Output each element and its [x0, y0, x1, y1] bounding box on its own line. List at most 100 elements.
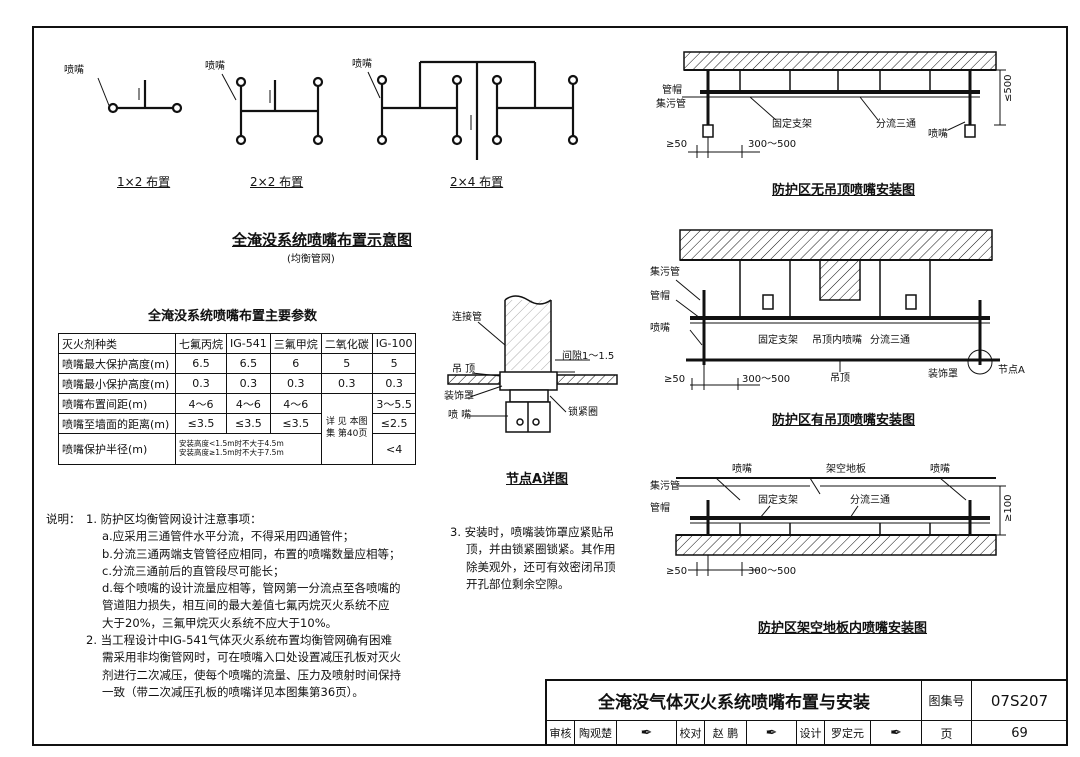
radius-note-2: 安装高度≥1.5m时不大于7.5m: [179, 448, 284, 457]
parameter-table: 灭火剂种类 七氟丙烷 IG-541 三氟甲烷 二氧化碳 IG-100 喷嘴最大保…: [58, 333, 417, 465]
atlas-label: 图集号: [922, 681, 972, 721]
table-cell: 5: [320, 353, 373, 374]
note-line: a.应采用三通管件水平分流，不得采用四通管件；: [102, 529, 355, 544]
v3-label-pen-zui-1: 喷嘴: [732, 464, 752, 475]
notes-block: 1. 防护区均衡管网设计注意事项： a.应采用三通管件水平分流，不得采用四通管件…: [86, 511, 401, 701]
v2-label-zhuang-shi-zhao: 装饰罩: [928, 369, 958, 380]
v2-dim-50: ≥50: [664, 374, 686, 385]
label-detail-zhuang-shi-zhao: 装饰罩: [444, 391, 474, 402]
v2-label-diao-ding-nei-pen-zui: 吊顶内喷嘴: [812, 335, 862, 346]
table-cell: ≤3.5: [226, 413, 271, 434]
view2-caption: 防护区有吊顶喷嘴安装图: [772, 413, 916, 428]
v1-dim-500: ≤500: [1003, 74, 1014, 102]
v1-label-guan-mao: 管帽: [662, 85, 682, 96]
table-header-cell: IG-100: [371, 333, 417, 354]
table-header-cell: 二氧化碳: [320, 333, 373, 354]
v3-label-pen-zui-2: 喷嘴: [930, 464, 950, 475]
table-header-cell: 灭火剂种类: [58, 333, 176, 354]
nozzle-label-2x2: 喷嘴: [205, 61, 225, 72]
v2-label-diao-ding: 吊顶: [830, 373, 850, 384]
v2-label-fen-liu-san-tong: 分流三通: [870, 335, 910, 346]
table-cell: 6: [269, 353, 322, 374]
view3-caption: 防护区架空地板内喷嘴安装图: [758, 621, 928, 636]
note-line: 一致（带二次减压孔板的喷嘴详见本图集第36页）。: [102, 684, 364, 699]
nozzle-label-1x2: 喷嘴: [64, 65, 84, 76]
designer-signature: ✒︎: [871, 721, 922, 746]
table-cell: 4～6: [175, 393, 227, 414]
table-cell: 4～6: [269, 393, 322, 414]
label-gap: 间隙1～1.5: [562, 351, 615, 362]
note-line: 管道阻力损失，相互间的最大差值七氟丙烷灭火系统不应: [102, 598, 390, 613]
note-line: 1. 防护区均衡管网设计注意事项：: [86, 512, 262, 526]
design-label: 设计: [797, 721, 825, 746]
layout-1x2: [97, 77, 183, 114]
note-line: d.每个喷嘴的设计流量应相等，管网第一分流点至各喷嘴的: [102, 581, 401, 596]
v3-label-jia-kong-di-ban: 架空地板: [826, 464, 866, 475]
layout-2x2: [221, 73, 324, 146]
table-cell: 6.5: [175, 353, 227, 374]
row-label: 喷嘴布置间距(m): [58, 393, 176, 414]
table-cell: 0.3: [269, 373, 322, 394]
v1-label-gu-ding-zhi-jia: 固定支架: [772, 119, 812, 130]
nozzle-label-2x4: 喷嘴: [352, 59, 372, 70]
table-cell: ≤3.5: [269, 413, 322, 434]
note3-line: 顶，并由锁紧圈锁紧。其作用: [466, 542, 616, 557]
note3-line: 开孔部位剩余空隙。: [466, 576, 570, 591]
label-suo-jin-quan: 锁紧圈: [568, 407, 598, 418]
table-cell: 6.5: [226, 353, 271, 374]
reviewer-name: 陶观楚: [575, 721, 617, 746]
table-cell: 3～5.5: [371, 393, 417, 414]
v1-dim-300: 300～500: [748, 139, 797, 150]
table-cell: 5: [371, 353, 417, 374]
v3-label-gu-ding-zhi-jia: 固定支架: [758, 495, 798, 506]
layout-2x4: [367, 60, 579, 160]
table-row: 喷嘴至墙面的距离(m) ≤3.5 ≤3.5 ≤3.5 ≤2.5: [58, 413, 417, 434]
v2-dim-300: 300～500: [742, 374, 791, 385]
co2-note-cell: 详 见 本图集 第40页: [320, 393, 373, 465]
checker-name: 赵 鹏: [705, 721, 747, 746]
note-line: c.分流三通前后的直管段尽可能长；: [102, 563, 285, 578]
radius-note-cell: 安装高度<1.5m时不大于4.5m 安装高度≥1.5m时不大于7.5m: [175, 433, 322, 465]
table-row: 喷嘴最小保护高度(m) 0.3 0.3 0.3 0.3 0.3: [58, 373, 417, 394]
note3-line: 3. 安装时，喷嘴装饰罩应紧贴吊: [450, 525, 615, 539]
label-detail-pen-zui: 喷 嘴: [448, 410, 472, 421]
note3-line: 除美观外，还可有效密闭吊顶: [466, 559, 616, 574]
atlas-number: 07S207: [972, 681, 1068, 721]
note-line: 剂进行二次减压，使每个喷嘴的流量、压力及喷射时间保持: [102, 667, 401, 682]
note-line: 需采用非均衡管网时，可在喷嘴入口处设置减压孔板对灭火: [102, 650, 401, 665]
v2-label-gu-ding-zhi-jia: 固定支架: [758, 335, 798, 346]
table-cell: 0.3: [226, 373, 271, 394]
radius-note-1: 安装高度<1.5m时不大于4.5m: [179, 439, 284, 449]
schematic-subtitle: (均衡管网): [287, 254, 335, 265]
detail-a-caption: 节点A详图: [506, 472, 569, 487]
table-cell: 0.3: [175, 373, 227, 394]
title-block: 全淹没气体灭火系统喷嘴布置与安装 图集号 07S207 审核 陶观楚 ✒︎ 校对…: [545, 679, 1068, 746]
table-cell: 0.3: [371, 373, 417, 394]
table-title: 全淹没系统喷嘴布置主要参数: [148, 309, 318, 324]
v3-label-guan-mao: 管帽: [650, 503, 670, 514]
designer-name: 罗定元: [825, 721, 871, 746]
caption-1x2: 1×2 布置: [117, 175, 171, 189]
table-cell: ≤3.5: [175, 413, 227, 434]
v2-label-ji-wu-guan: 集污管: [650, 267, 680, 278]
v3-dim-100: ≥100: [1003, 494, 1014, 522]
v1-label-pen-zui: 喷嘴: [928, 129, 948, 140]
label-detail-diao-ding: 吊 顶: [452, 364, 476, 375]
note-line: b.分流三通两端支管管径应相同，布置的喷嘴数量应相等；: [102, 546, 401, 561]
v1-label-fen-liu-san-tong: 分流三通: [876, 119, 916, 130]
table-cell: ≤2.5: [371, 413, 417, 434]
view3-drawing: [675, 477, 1006, 576]
table-header-row: 灭火剂种类 七氟丙烷 IG-541 三氟甲烷 二氧化碳 IG-100: [58, 333, 417, 354]
table-header-cell: 七氟丙烷: [175, 333, 227, 354]
checker-signature: ✒︎: [747, 721, 797, 746]
table-header-cell: 三氟甲烷: [269, 333, 322, 354]
view1-drawing: [682, 51, 1006, 158]
v3-label-fen-liu-san-tong: 分流三通: [850, 495, 890, 506]
drawing-title: 全淹没气体灭火系统喷嘴布置与安装: [547, 681, 922, 721]
note3-block: 3. 安装时，喷嘴装饰罩应紧贴吊 顶，并由锁紧圈锁紧。其作用 除美观外，还可有效…: [450, 524, 616, 593]
v2-label-pen-zui: 喷嘴: [650, 323, 670, 334]
reviewer-signature: ✒︎: [617, 721, 677, 746]
table-cell: <4: [371, 433, 417, 465]
row-label: 喷嘴最小保护高度(m): [58, 373, 176, 394]
